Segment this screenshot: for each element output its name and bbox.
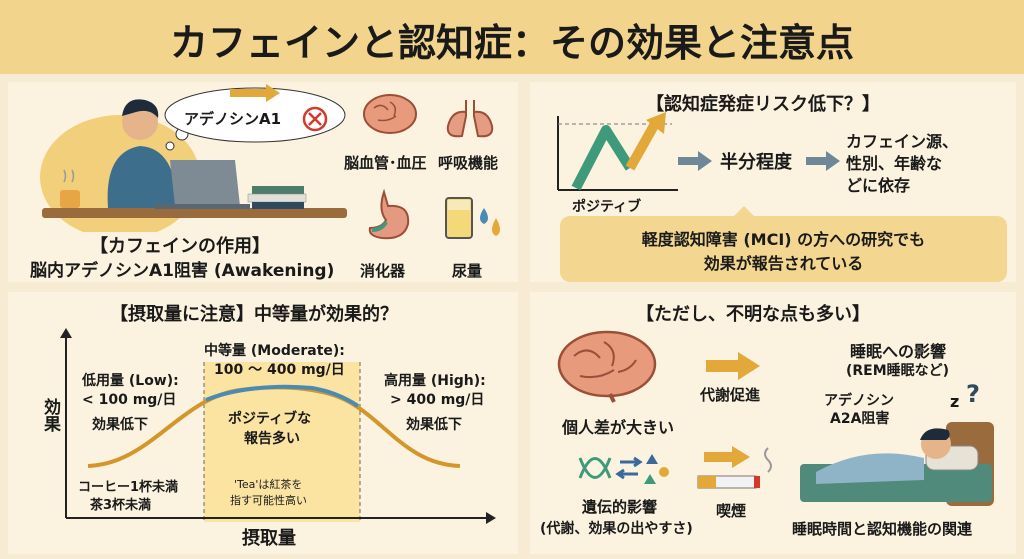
moderate-effect-1: ポジティブな xyxy=(228,411,312,427)
brain-icon xyxy=(363,94,417,134)
person-laptop-illustration xyxy=(40,84,347,232)
depends-line-3: どに依存 xyxy=(846,176,911,195)
arrow-right-icon xyxy=(706,352,760,380)
sleep-effect-sub-label: (REM睡眠など) xyxy=(846,363,950,379)
cigarette-icon xyxy=(697,446,772,489)
arrow-right-icon xyxy=(678,151,712,171)
adenosine-a2a-label-2: A2A阻害 xyxy=(830,411,890,427)
moderate-note-2: 指す可能性高い xyxy=(230,494,307,507)
low-dose-note-2: 茶3杯未満 xyxy=(90,498,152,513)
depends-line-2: 性別、年齢な xyxy=(846,154,943,173)
stomach-icon xyxy=(368,188,410,240)
risk-heading: 【認知症発症リスク低下？】 xyxy=(646,94,880,115)
low-dose-note-1: コーヒー1杯未満 xyxy=(78,480,179,495)
positive-label: ポジティブ xyxy=(572,199,642,215)
action-heading: 【カフェインの作用】 xyxy=(90,236,270,257)
adenosine-a1-label: アデノシンA1 xyxy=(184,110,282,128)
organ-stomach-label: 消化器 xyxy=(360,262,406,280)
moderate-note-1: 'Tea'は紅茶を xyxy=(234,478,303,491)
dna-icon xyxy=(578,454,669,484)
low-dose-effect: 効果低下 xyxy=(92,417,148,433)
action-description: 脳内アデノシンA1阻害 (Awakening) xyxy=(30,261,335,281)
callout-pointer xyxy=(732,206,756,218)
moderate-dose-range: 100 ～ 400 mg/日 xyxy=(214,362,345,378)
genetic-label: 遺伝的影響 xyxy=(582,498,658,516)
high-dose-effect: 効果低下 xyxy=(406,417,462,433)
sleeping-person-illustration xyxy=(800,422,994,506)
organ-urine-label: 尿量 xyxy=(452,262,483,280)
sleep-caption: 睡眠時間と認知機能の関連 xyxy=(792,520,973,538)
x-axis-label: 摂取量 xyxy=(242,528,296,549)
metabolism-label: 代謝促進 xyxy=(700,386,761,404)
low-dose-title: 低用量 (Low): xyxy=(82,373,179,389)
depends-line-1: カフェイン源、 xyxy=(846,132,959,151)
high-dose-title: 高用量 (High): xyxy=(384,373,486,389)
mci-callout xyxy=(560,216,1007,282)
positive-trend-chart xyxy=(557,112,678,191)
organ-lungs-label: 呼吸機能 xyxy=(438,154,499,172)
lungs-icon xyxy=(446,100,494,138)
brain-icon xyxy=(557,330,657,403)
title-bar xyxy=(0,0,1024,74)
moderate-dose-title: 中等量 (Moderate): xyxy=(204,343,345,359)
adenosine-a2a-label-1: アデノシン xyxy=(824,393,894,409)
high-dose-range: > 400 mg/日 xyxy=(390,392,485,408)
y-axis-label: 効果 xyxy=(40,398,60,432)
question-mark-icon: ? xyxy=(966,380,980,408)
unclear-heading: 【ただし、不明な点も多い】 xyxy=(636,304,870,325)
urine-icon xyxy=(445,197,500,239)
sleep-z-icon: z xyxy=(950,392,960,411)
organ-brain-label: 脳血管･血圧 xyxy=(344,154,427,172)
arrow-right-icon xyxy=(806,151,840,171)
mci-line-1: 軽度認知障害 (MCI) の方への研究でも xyxy=(641,230,926,249)
genetic-sub-label: (代謝、効果の出やすさ) xyxy=(540,521,693,537)
half-level-label: 半分程度 xyxy=(720,152,792,173)
page-title: カフェインと認知症：その効果と注意点 xyxy=(169,21,854,65)
smoking-label: 喫煙 xyxy=(716,502,747,520)
intake-heading: 【摂取量に注意】中等量が効果的？ xyxy=(110,304,398,325)
dose-response-curve xyxy=(60,328,496,524)
mci-line-2: 効果が報告されている xyxy=(703,254,864,273)
sleep-effect-label: 睡眠への影響 xyxy=(850,342,947,361)
moderate-effect-2: 報告多い xyxy=(244,431,300,447)
individual-diff-label: 個人差が大きい xyxy=(562,418,675,437)
low-dose-range: < 100 mg/日 xyxy=(82,392,177,408)
